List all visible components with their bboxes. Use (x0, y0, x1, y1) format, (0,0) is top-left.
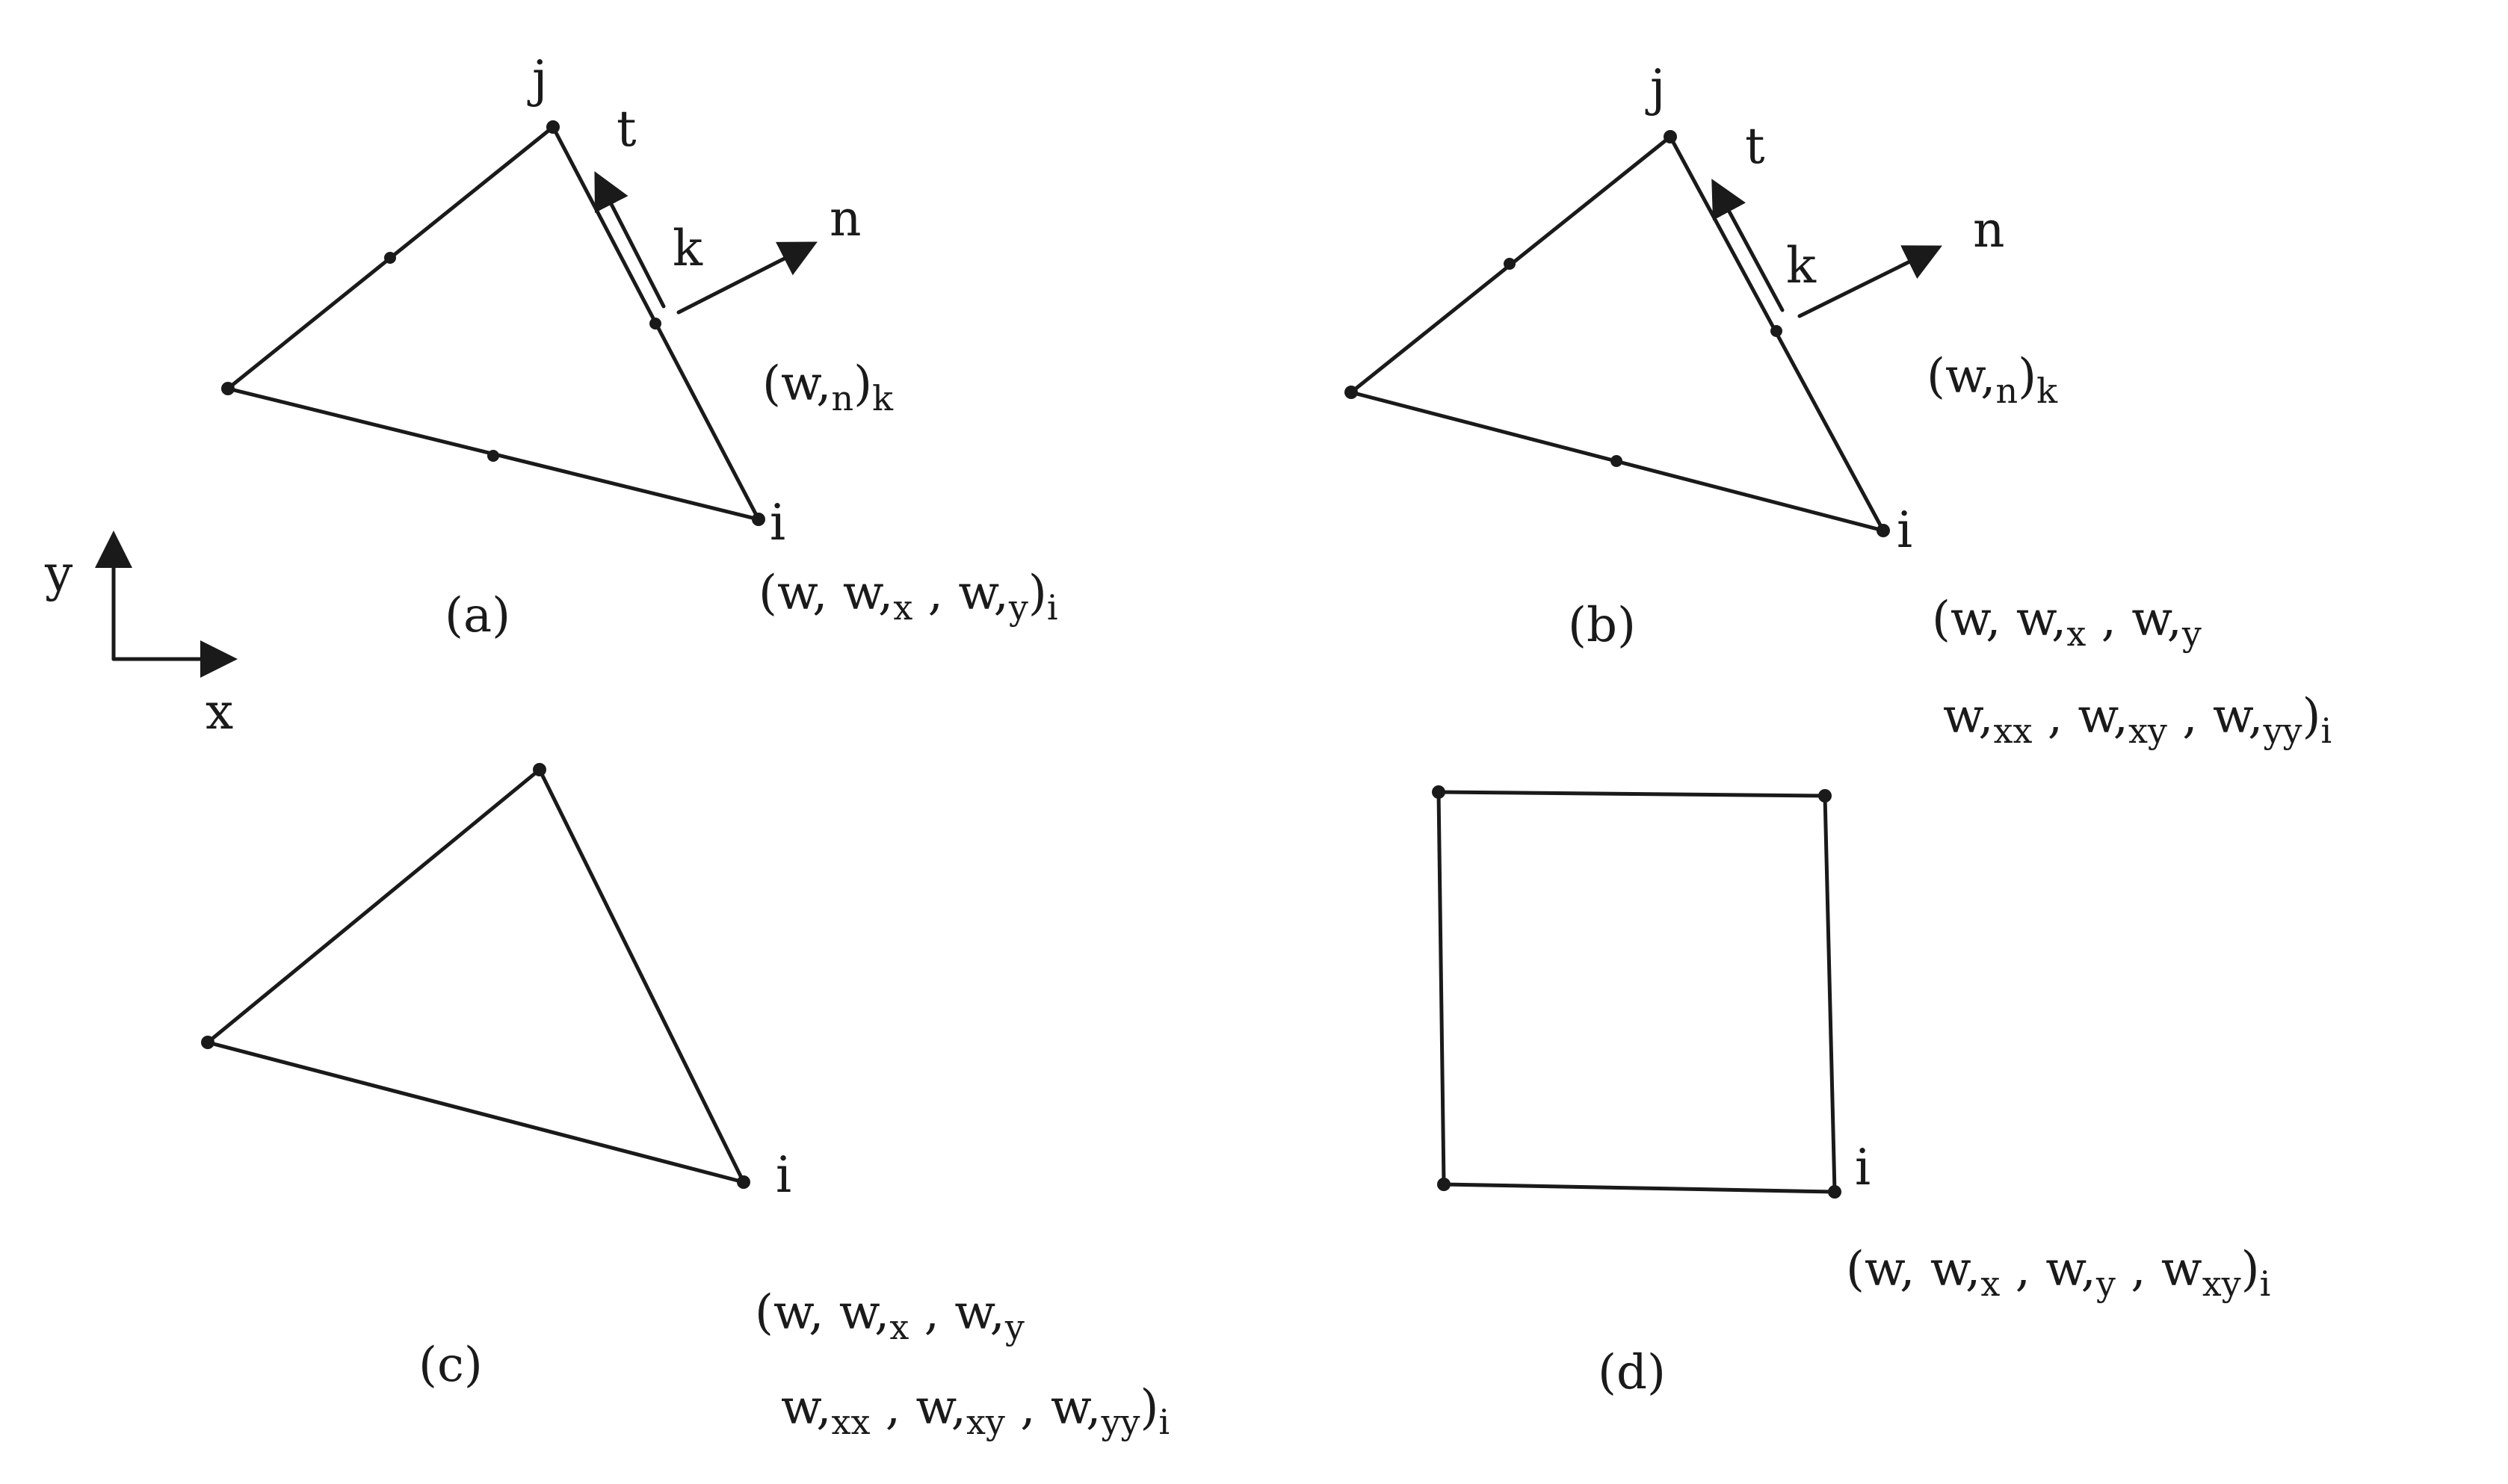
caption-b: (b) (1568, 598, 1636, 653)
midside-dot-b3 (1770, 325, 1782, 337)
node-j-dot-b (1664, 130, 1677, 143)
caption-c: (c) (418, 1338, 483, 1393)
edge-midpoint-label-a: k (673, 220, 703, 277)
normal-label-b: n (1973, 201, 2005, 259)
panel-d: i (w, w,x , w,y , wxy)i (d) (1432, 785, 2270, 1400)
node-i-dot-d (1828, 1185, 1841, 1199)
dof-k-label-b: (w,n)k (1927, 349, 2058, 411)
quadrilateral-d (1436, 790, 1837, 1194)
tangent-label-b: t (1745, 117, 1765, 175)
midside-dot-a3 (649, 318, 661, 330)
midside-dot-b2 (1610, 455, 1622, 467)
coordinate-axes: y x (44, 531, 238, 741)
caption-d: (d) (1598, 1345, 1666, 1400)
node-i-dot-c (737, 1175, 750, 1189)
dof-i-line2-c: w,xx , w,xy , w,yy)i (781, 1380, 1170, 1442)
panel-c: i (w, w,x , w,y w,xx , w,xy , w,yy)i (c) (201, 763, 1170, 1442)
tangent-label-a: t (617, 100, 637, 158)
node-j-dot-a (546, 120, 560, 134)
node-left-dot-a (221, 382, 235, 395)
node-j-label-a: j (527, 50, 547, 108)
caption-a: (a) (445, 588, 510, 643)
edge-midpoint-label-b: k (1786, 237, 1817, 294)
normal-arrow-b (1797, 245, 1942, 318)
triangle-b (1347, 134, 1887, 534)
node-i-label-c: i (776, 1146, 791, 1204)
node-left-dot-b (1344, 386, 1358, 399)
node-tr-dot-d (1818, 789, 1832, 803)
node-bl-dot-d (1437, 1178, 1451, 1191)
dof-k-label-a: (w,n)k (762, 356, 894, 418)
node-i-label-a: i (770, 494, 785, 551)
panel-a: j i t k n (w,n)k (w, w,x , w,y)i (a) (221, 50, 1058, 643)
dof-i-line1-c: (w, w,x , w,y (755, 1285, 1025, 1347)
node-top-dot-c (533, 763, 546, 776)
dof-i-label-a: (w, w,x , w,y)i (759, 566, 1058, 628)
tangent-arrow-b (1711, 179, 1785, 312)
normal-label-a: n (830, 190, 862, 247)
dof-i-line1-b: (w, w,x , w,y (1932, 592, 2202, 654)
normal-arrow-a (676, 241, 818, 315)
tangent-arrow-a (594, 171, 666, 309)
node-i-label-b: i (1897, 501, 1912, 559)
node-left-dot-c (201, 1036, 214, 1049)
node-i-dot-a (752, 513, 765, 526)
node-tl-dot-d (1432, 785, 1445, 799)
midside-dot-b1 (1504, 258, 1516, 270)
node-j-label-b: j (1645, 59, 1665, 117)
midside-dot-a1 (384, 252, 396, 264)
node-i-label-d: i (1855, 1139, 1871, 1196)
midside-dot-a2 (487, 450, 499, 462)
panel-b: j i t k n (w,n)k (w, w,x , w,y w,xx , w,… (1344, 59, 2332, 751)
node-i-dot-b (1877, 524, 1890, 537)
dof-i-line2-b: w,xx , w,xy , w,yy)i (1943, 689, 2332, 751)
dof-i-label-d: (w, w,x , w,y , wxy)i (1846, 1242, 2270, 1304)
triangle-c (203, 767, 747, 1185)
x-axis-label: x (206, 683, 233, 741)
y-axis-label: y (44, 545, 73, 602)
